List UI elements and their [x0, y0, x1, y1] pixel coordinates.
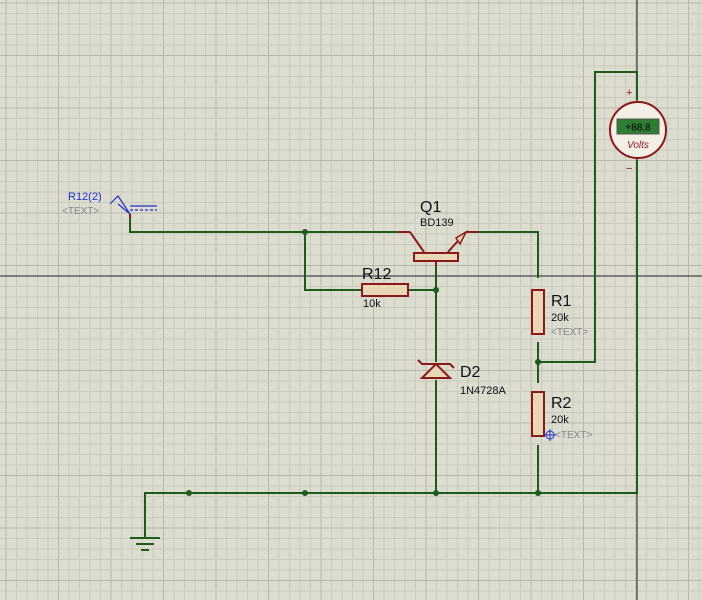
zener-diode-d2[interactable]: D2 1N4728A	[417, 359, 507, 397]
wire-base-loop[interactable]	[304, 232, 362, 291]
emitter-arrow-icon	[454, 230, 468, 246]
q1-ref: Q1	[420, 199, 441, 216]
d2-value: 1N4728A	[460, 385, 507, 397]
r2-ref: R2	[551, 395, 572, 412]
voltmeter-minus-label: −	[626, 163, 632, 175]
zener-diode-icon	[417, 359, 455, 379]
dc-voltmeter[interactable]: +88.8 Volts + −	[609, 87, 667, 175]
r12-value: 10k	[363, 298, 381, 310]
junction-dot	[302, 490, 308, 496]
voltmeter-display	[616, 118, 660, 135]
voltmeter-reading: +88.8	[625, 123, 651, 134]
r2-value: 20k	[551, 414, 569, 426]
resistor-r1[interactable]: R1 20k <TEXT>	[531, 289, 588, 338]
junction-dot	[535, 490, 541, 496]
probe-label: R12(2)	[68, 191, 102, 203]
wire-emitter-to-r1[interactable]	[466, 231, 539, 278]
junction-dot	[433, 490, 439, 496]
voltmeter-unit-label: Volts	[627, 140, 649, 151]
voltmeter-plus-label: +	[626, 87, 632, 99]
d2-ref: D2	[460, 364, 481, 381]
junction-dot	[433, 287, 439, 293]
junctions	[186, 229, 541, 496]
ground-icon[interactable]	[130, 537, 160, 551]
junction-dot	[535, 359, 541, 365]
wire-ground-bus[interactable]	[144, 160, 638, 537]
crosshair-cursor-icon	[544, 429, 556, 441]
resistor-icon	[531, 391, 545, 437]
r1-text-placeholder: <TEXT>	[551, 327, 588, 338]
junction-dot	[186, 490, 192, 496]
resistor-r12[interactable]: R12 10k	[361, 266, 409, 310]
probe-text-placeholder: <TEXT>	[62, 206, 99, 217]
wire-probe-to-collector[interactable]	[129, 218, 410, 233]
transistor-q1[interactable]: Q1 BD139	[398, 199, 478, 266]
r2-text-placeholder: <TEXT>	[555, 430, 592, 441]
transistor-icon	[398, 231, 478, 266]
wire-voltmeter-positive[interactable]	[538, 71, 638, 363]
q1-value: BD139	[420, 217, 454, 229]
r1-ref: R1	[551, 293, 572, 310]
r1-value: 20k	[551, 312, 569, 324]
voltage-probe[interactable]: R12(2) <TEXT>	[62, 191, 157, 218]
junction-dot	[302, 229, 308, 235]
r12-ref: R12	[362, 266, 391, 283]
resistor-icon	[531, 289, 545, 335]
probe-icon	[109, 195, 157, 215]
resistor-icon	[361, 283, 409, 297]
resistor-r2[interactable]: R2 20k <TEXT>	[531, 391, 592, 441]
